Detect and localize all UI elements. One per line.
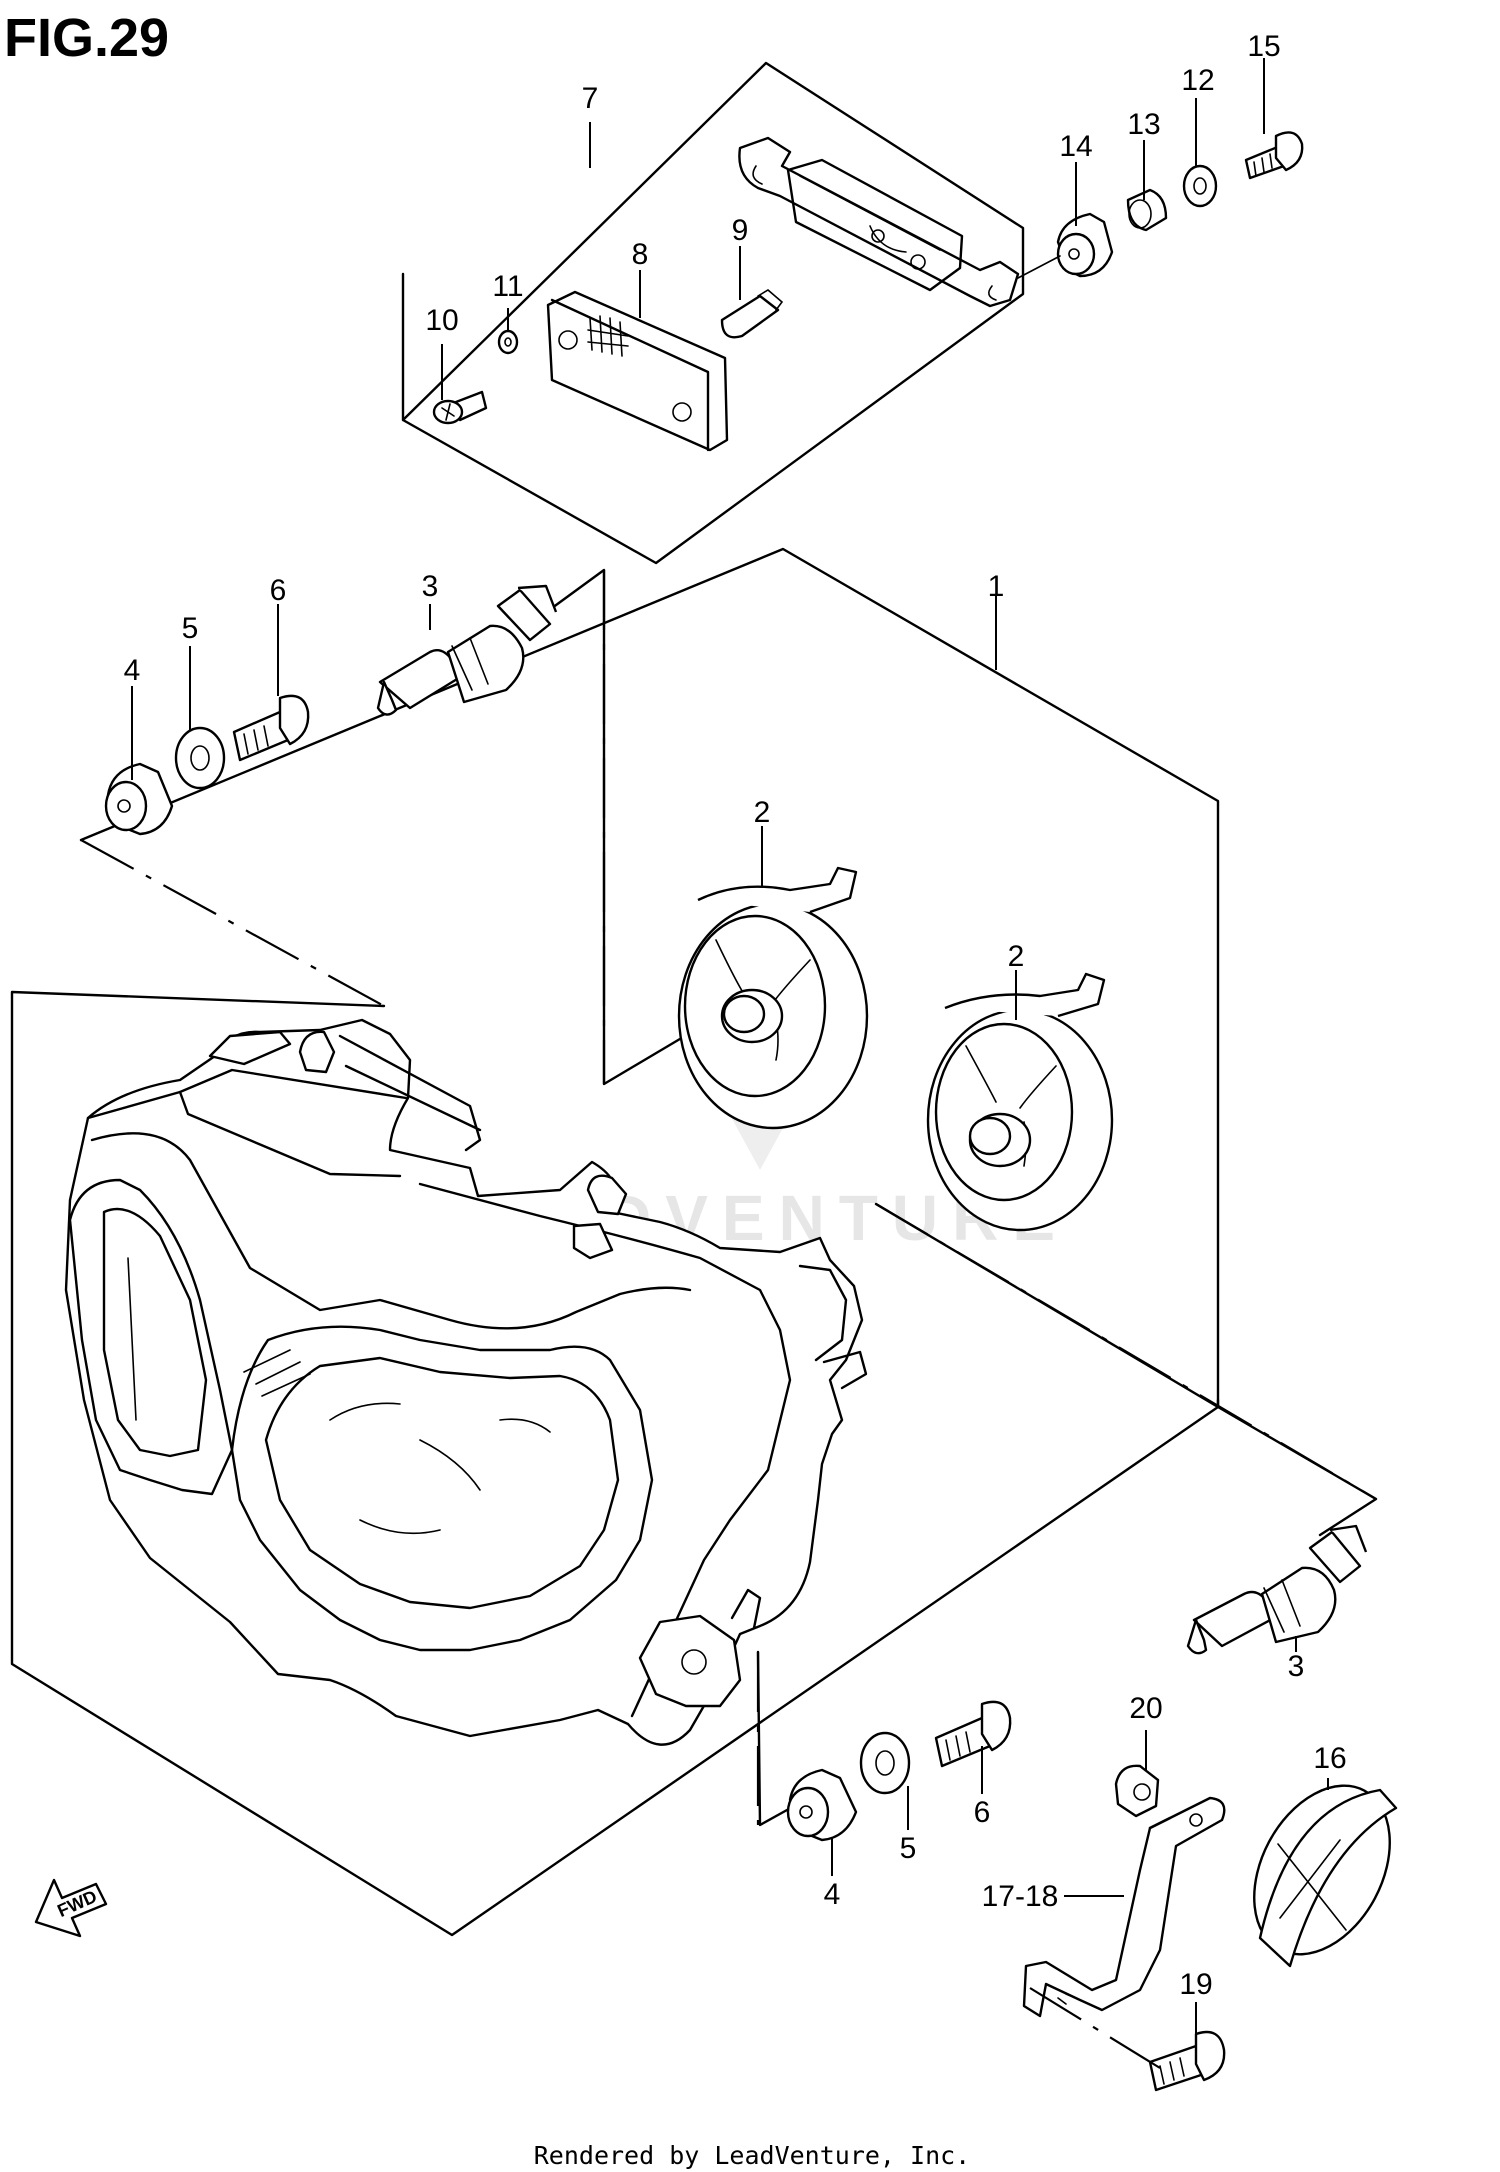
footer-credit: Rendered by LeadVenture, Inc. <box>534 2141 971 2170</box>
callout-13: 13 <box>1127 108 1160 141</box>
callout-6-upper: 6 <box>270 574 287 607</box>
part-16-cap <box>1253 1784 1398 1968</box>
callout-10: 10 <box>425 304 458 337</box>
leader-right-angle <box>1216 1405 1378 1537</box>
callout-17-18: 17-18 <box>982 1880 1059 1913</box>
assembly-1-outline <box>10 547 1220 1937</box>
part-13-collar <box>1126 188 1168 232</box>
callout-8: 8 <box>632 238 649 271</box>
callout-3-lower: 3 <box>1288 1650 1305 1683</box>
callouts: 7 8 9 10 11 12 13 14 15 1 2 2 3 3 4 5 6 … <box>124 30 1347 2001</box>
callout-2-left: 2 <box>754 796 771 829</box>
callout-19: 19 <box>1179 1968 1212 2001</box>
leader-bulb3-top <box>550 568 692 1086</box>
headlamp-housing <box>64 1018 868 1746</box>
part-2-reflector-left <box>677 866 869 1130</box>
part-7-housing <box>738 136 1020 308</box>
centerline-lower-right <box>875 1203 1377 1500</box>
callout-4-lower: 4 <box>824 1878 841 1911</box>
part-4-grommet-upper <box>104 762 174 836</box>
part-12-washer <box>1182 164 1218 208</box>
part-6-bolt-upper <box>232 694 310 762</box>
leader-7-to-14 <box>1017 255 1061 279</box>
part-3-bulb-lower <box>1186 1524 1368 1655</box>
part-19-bolt <box>1148 2030 1226 2092</box>
part-14-grommet <box>1056 212 1114 278</box>
callout-3-upper: 3 <box>422 570 439 603</box>
callout-leaders <box>131 58 1329 2034</box>
part-10-screw <box>432 390 488 425</box>
callout-7: 7 <box>582 82 599 115</box>
callout-16: 16 <box>1313 1742 1346 1775</box>
callout-14: 14 <box>1059 130 1092 163</box>
callout-9: 9 <box>732 214 749 247</box>
figure-title: FIG.29 <box>4 8 169 68</box>
part-5-washer-lower <box>859 1731 911 1795</box>
part-5-washer-upper <box>174 726 226 790</box>
part-15-bolt <box>1244 131 1304 180</box>
callout-12: 12 <box>1181 64 1214 97</box>
callout-20: 20 <box>1129 1692 1162 1725</box>
fwd-arrow-icon: FWD <box>34 1878 108 1938</box>
centerline-upper-left <box>80 839 385 1007</box>
part-17-18-bracket <box>1022 1796 1226 2018</box>
part-4-grommet-lower <box>786 1768 858 1842</box>
callout-5-lower: 5 <box>900 1832 917 1865</box>
callout-15: 15 <box>1247 30 1280 63</box>
part-9-bulb <box>720 289 784 339</box>
part-20-nut <box>1114 1764 1160 1818</box>
callout-6-lower: 6 <box>974 1796 991 1829</box>
callout-11: 11 <box>492 270 523 303</box>
part-6-bolt-lower <box>934 1700 1012 1768</box>
callout-5-upper: 5 <box>182 612 199 645</box>
part-3-bulb-upper <box>376 584 558 716</box>
part-11-washer <box>497 329 519 355</box>
part-2-reflector-right <box>926 972 1114 1232</box>
centerline-part-19 <box>1029 1987 1161 2069</box>
callout-4-upper: 4 <box>124 654 141 687</box>
callout-2-right: 2 <box>1008 940 1025 973</box>
callout-1: 1 <box>988 570 1005 603</box>
part-8-lens <box>546 290 729 452</box>
assembly-7-outline <box>401 61 1025 565</box>
